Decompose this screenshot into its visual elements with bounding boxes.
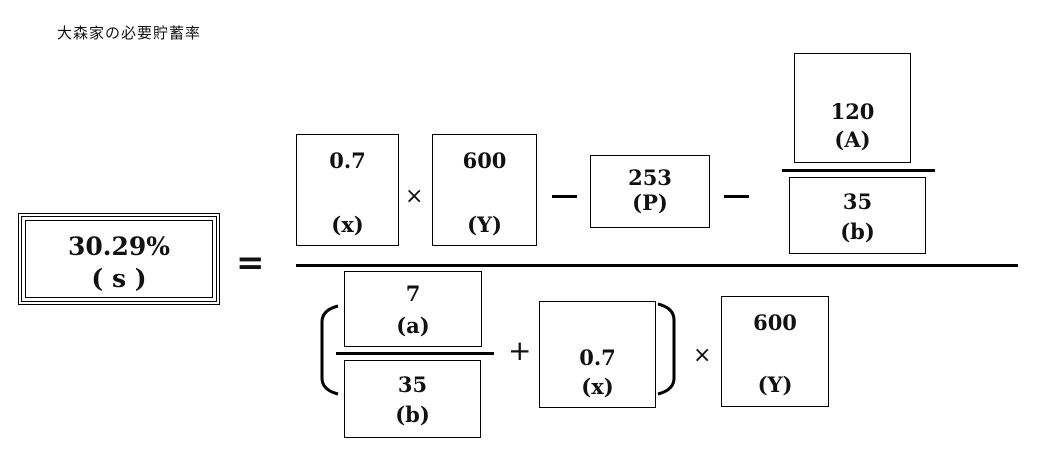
- inner-fraction-line-a-b: [336, 352, 494, 355]
- denominator-times-sign: ×: [693, 343, 712, 368]
- numerator-P-label: (P): [632, 190, 668, 215]
- savings-rate-value: 30.29%: [67, 232, 171, 261]
- numerator-b-value: 35: [842, 189, 873, 214]
- numerator-A-label: (A): [834, 127, 871, 152]
- right-paren-icon: [657, 302, 676, 396]
- numerator-b-box: 35 (b): [789, 177, 926, 254]
- numerator-x-box: 0.7 (x): [296, 134, 399, 246]
- denominator-a-box: 7 (a): [344, 271, 482, 347]
- numerator-Y-value: 600: [462, 148, 507, 173]
- numerator-b-label: (b): [840, 219, 875, 244]
- denominator-Y-value: 600: [753, 310, 797, 335]
- denominator-Y-box: 600 (Y): [721, 296, 829, 407]
- denominator-a-value: 7: [405, 281, 421, 306]
- denominator-b-value: 35: [397, 372, 428, 397]
- denominator-b-box: 35 (b): [344, 360, 481, 438]
- savings-rate-result-box: 30.29% ( s ): [18, 213, 220, 305]
- numerator-Y-label: (Y): [467, 212, 502, 237]
- numerator-minus-sign-1: [552, 195, 577, 198]
- numerator-P-value: 253: [628, 165, 672, 190]
- numerator-P-box: 253 (P): [590, 155, 710, 228]
- numerator-A-value: 120: [830, 99, 875, 124]
- inner-fraction-line-A-b: [782, 169, 935, 172]
- page-title: 大森家の必要貯蓄率: [57, 24, 202, 42]
- savings-rate-result-inner: 30.29% ( s ): [25, 220, 213, 298]
- denominator-x-label: (x): [581, 374, 614, 399]
- numerator-Y-box: 600 (Y): [432, 134, 537, 246]
- equals-sign: =: [236, 243, 265, 283]
- left-paren-icon: [320, 304, 339, 396]
- numerator-x-value: 0.7: [329, 148, 366, 173]
- main-fraction-line: [296, 264, 1018, 267]
- denominator-x-value: 0.7: [579, 345, 616, 370]
- denominator-b-label: (b): [395, 402, 430, 427]
- numerator-minus-sign-2: [724, 195, 749, 198]
- numerator-times-sign: ×: [405, 184, 424, 209]
- denominator-x-box: 0.7 (x): [539, 301, 656, 408]
- numerator-x-label: (x): [331, 212, 364, 237]
- numerator-A-box: 120 (A): [794, 53, 911, 163]
- denominator-Y-label: (Y): [757, 372, 793, 397]
- denominator-a-label: (a): [396, 313, 430, 338]
- savings-rate-label: ( s ): [91, 264, 147, 293]
- denominator-plus-sign: +: [508, 334, 532, 367]
